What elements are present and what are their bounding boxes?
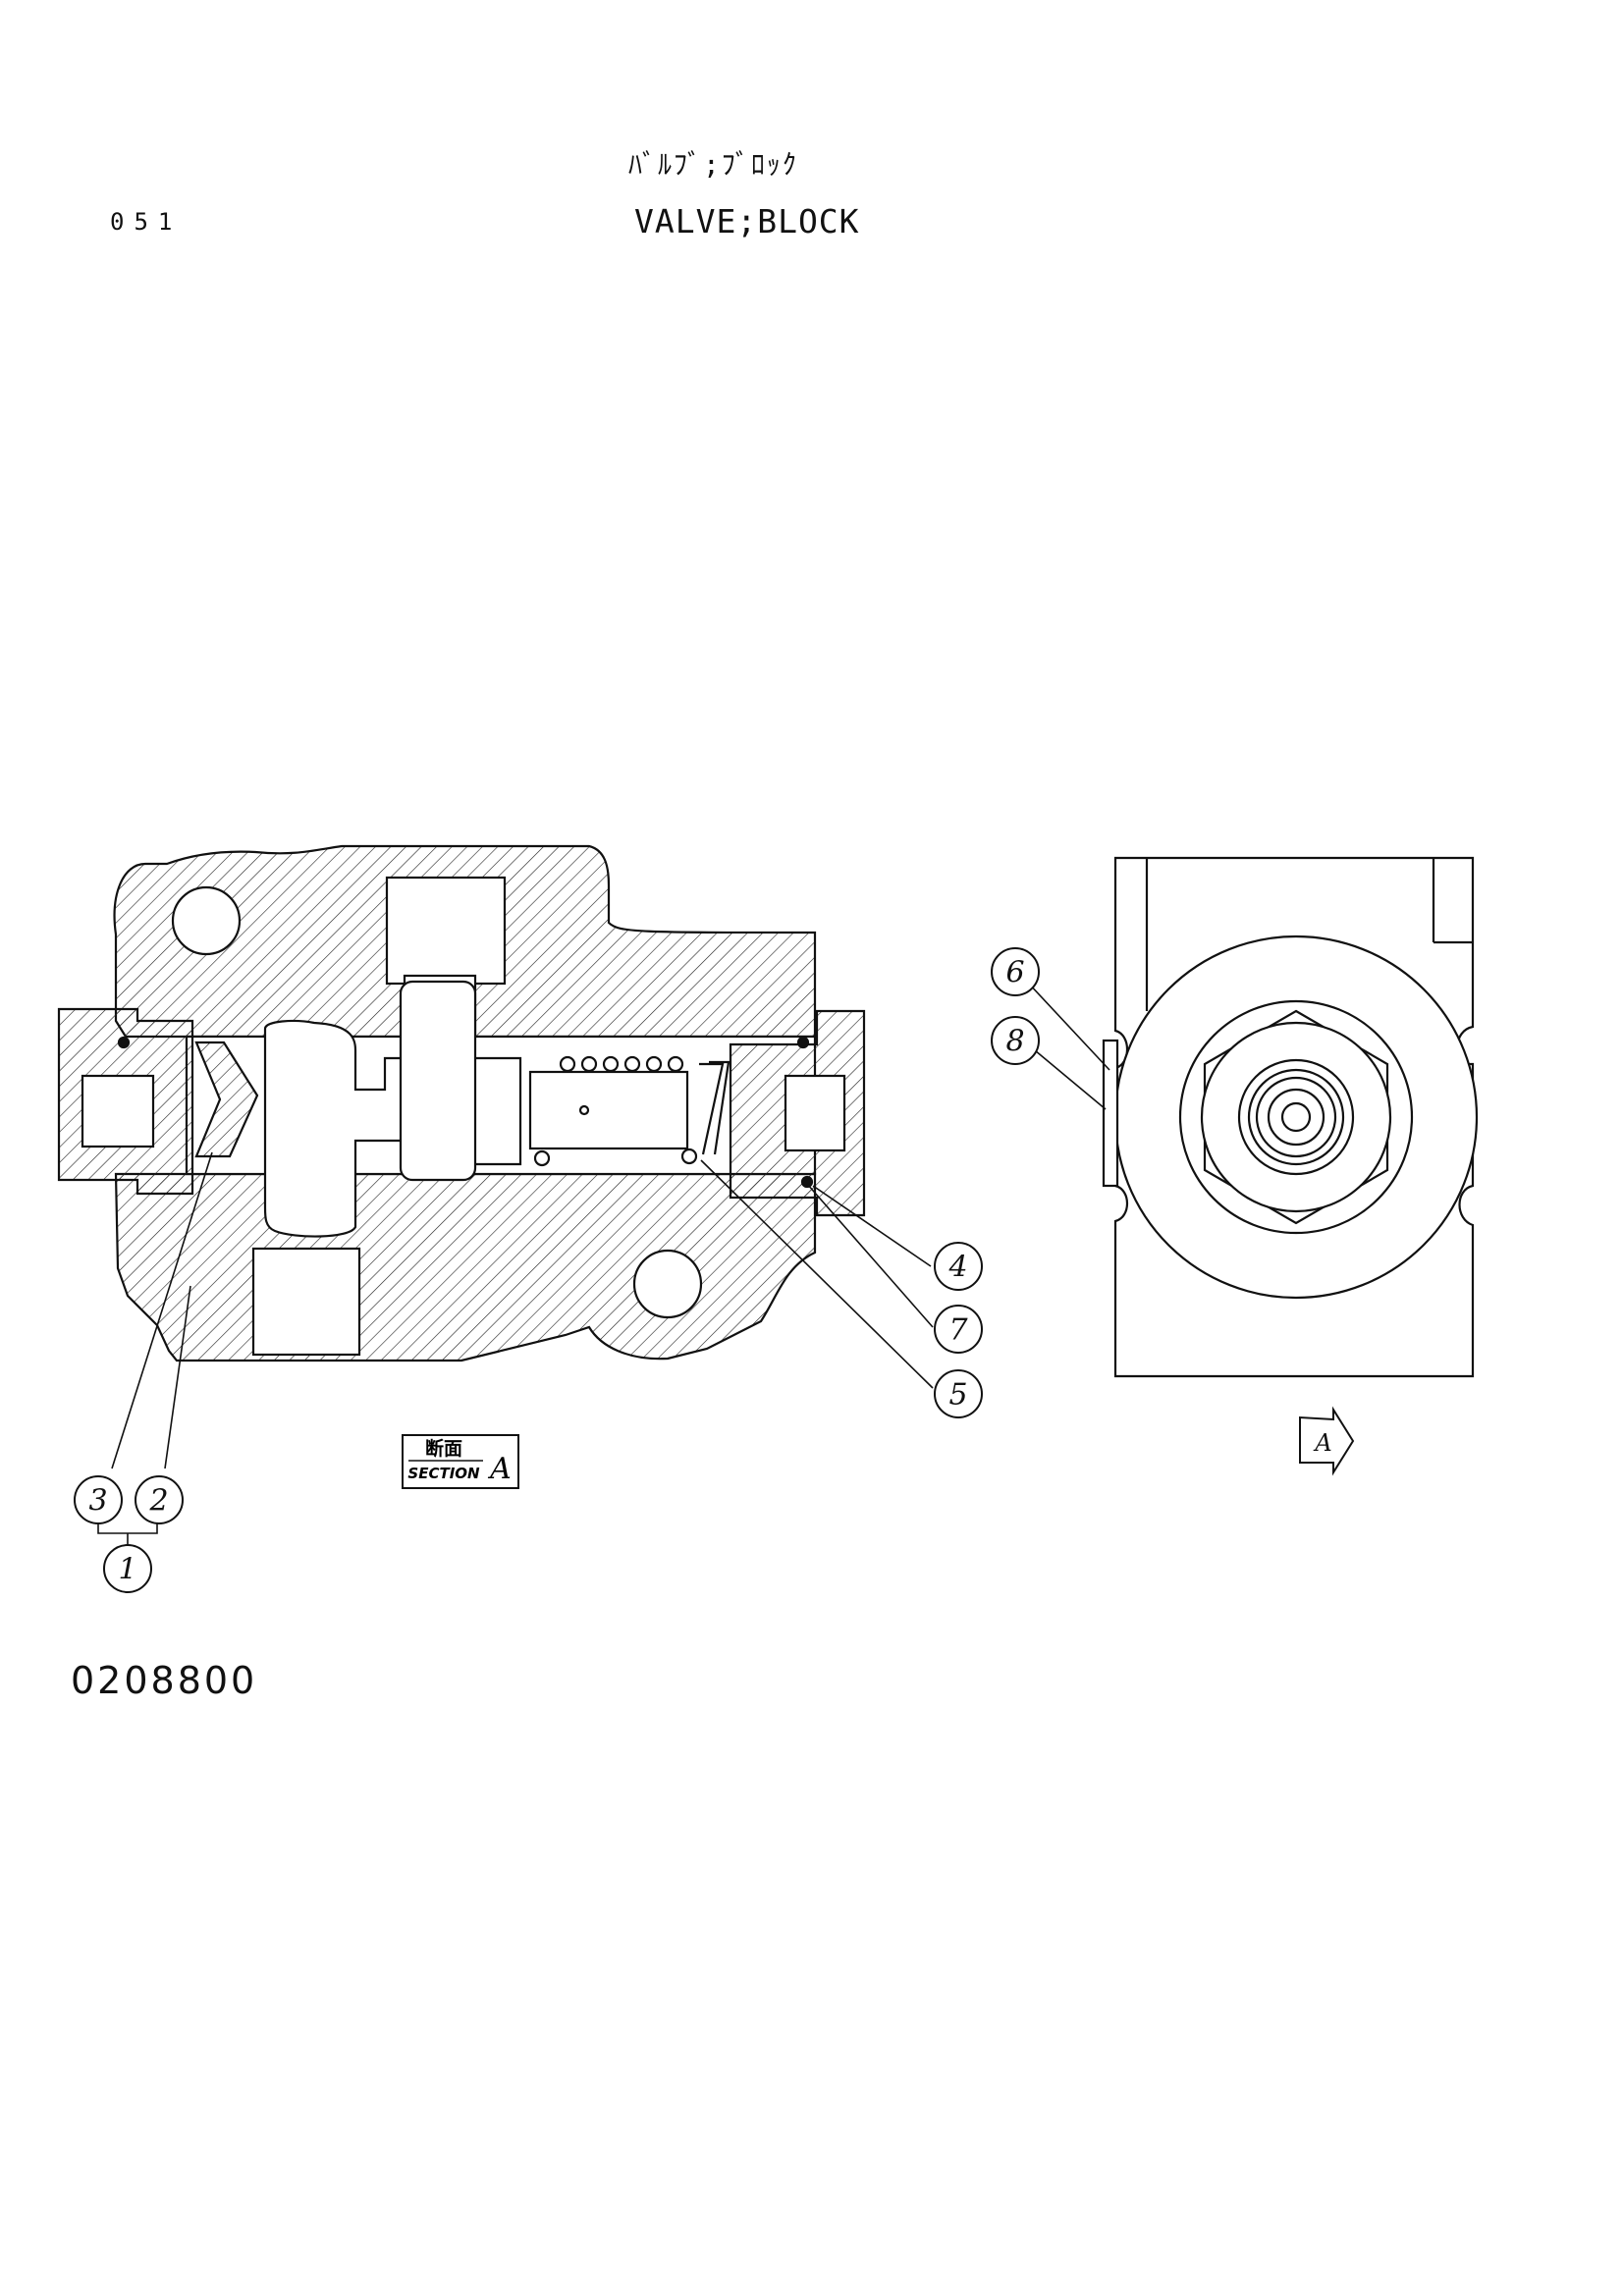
callout-balloons-end [991,947,1040,1065]
mount-hole-upper [171,885,242,956]
spool-stem [399,980,477,1182]
section-label-english: SECTION [407,1465,480,1482]
section-view [57,844,866,1362]
sleeve-hole [578,1104,590,1116]
callout-8: 8 [1005,1025,1024,1059]
spring [533,1055,730,1167]
section-label-letter: A [487,1452,512,1486]
view-arrow-letter: A [1313,1429,1331,1457]
o-ring-right [796,1036,810,1049]
drawing-number: 0208800 [71,1659,258,1702]
callout-balloons-section [74,1242,983,1593]
title-japanese: ﾊﾞﾙﾌﾞ;ﾌﾞﾛｯｸ [628,148,798,181]
leader-lines-end [1026,981,1110,1110]
title-english: VALVE;BLOCK [634,202,860,240]
callout-1: 1 [118,1553,136,1587]
mount-hole-lower [632,1249,703,1319]
o-ring-left [117,1036,131,1049]
callout-6: 6 [1005,956,1024,990]
poppet [194,1041,259,1158]
end-view-side-tab [1102,1039,1119,1188]
page-number: 051 [110,208,183,236]
right-plug-socket [784,1074,846,1152]
lower-body [114,1172,817,1362]
callout-5: 5 [948,1378,967,1413]
left-plug-socket [81,1074,155,1148]
lower-port [251,1247,361,1357]
o-ring-right-lower [800,1175,814,1189]
callout-4: 4 [947,1251,967,1285]
callout-3: 3 [88,1484,107,1519]
view-arrow: A [1299,1406,1355,1476]
section-label-japanese: 断面 [425,1437,462,1460]
callout-2: 2 [148,1484,168,1519]
sleeve [528,1070,689,1150]
end-view [1102,856,1479,1378]
leader-lines-section [97,1151,934,1547]
section-label: 断面 SECTION A [402,1434,519,1489]
upper-port [385,876,507,986]
callout-7: 7 [948,1313,968,1348]
